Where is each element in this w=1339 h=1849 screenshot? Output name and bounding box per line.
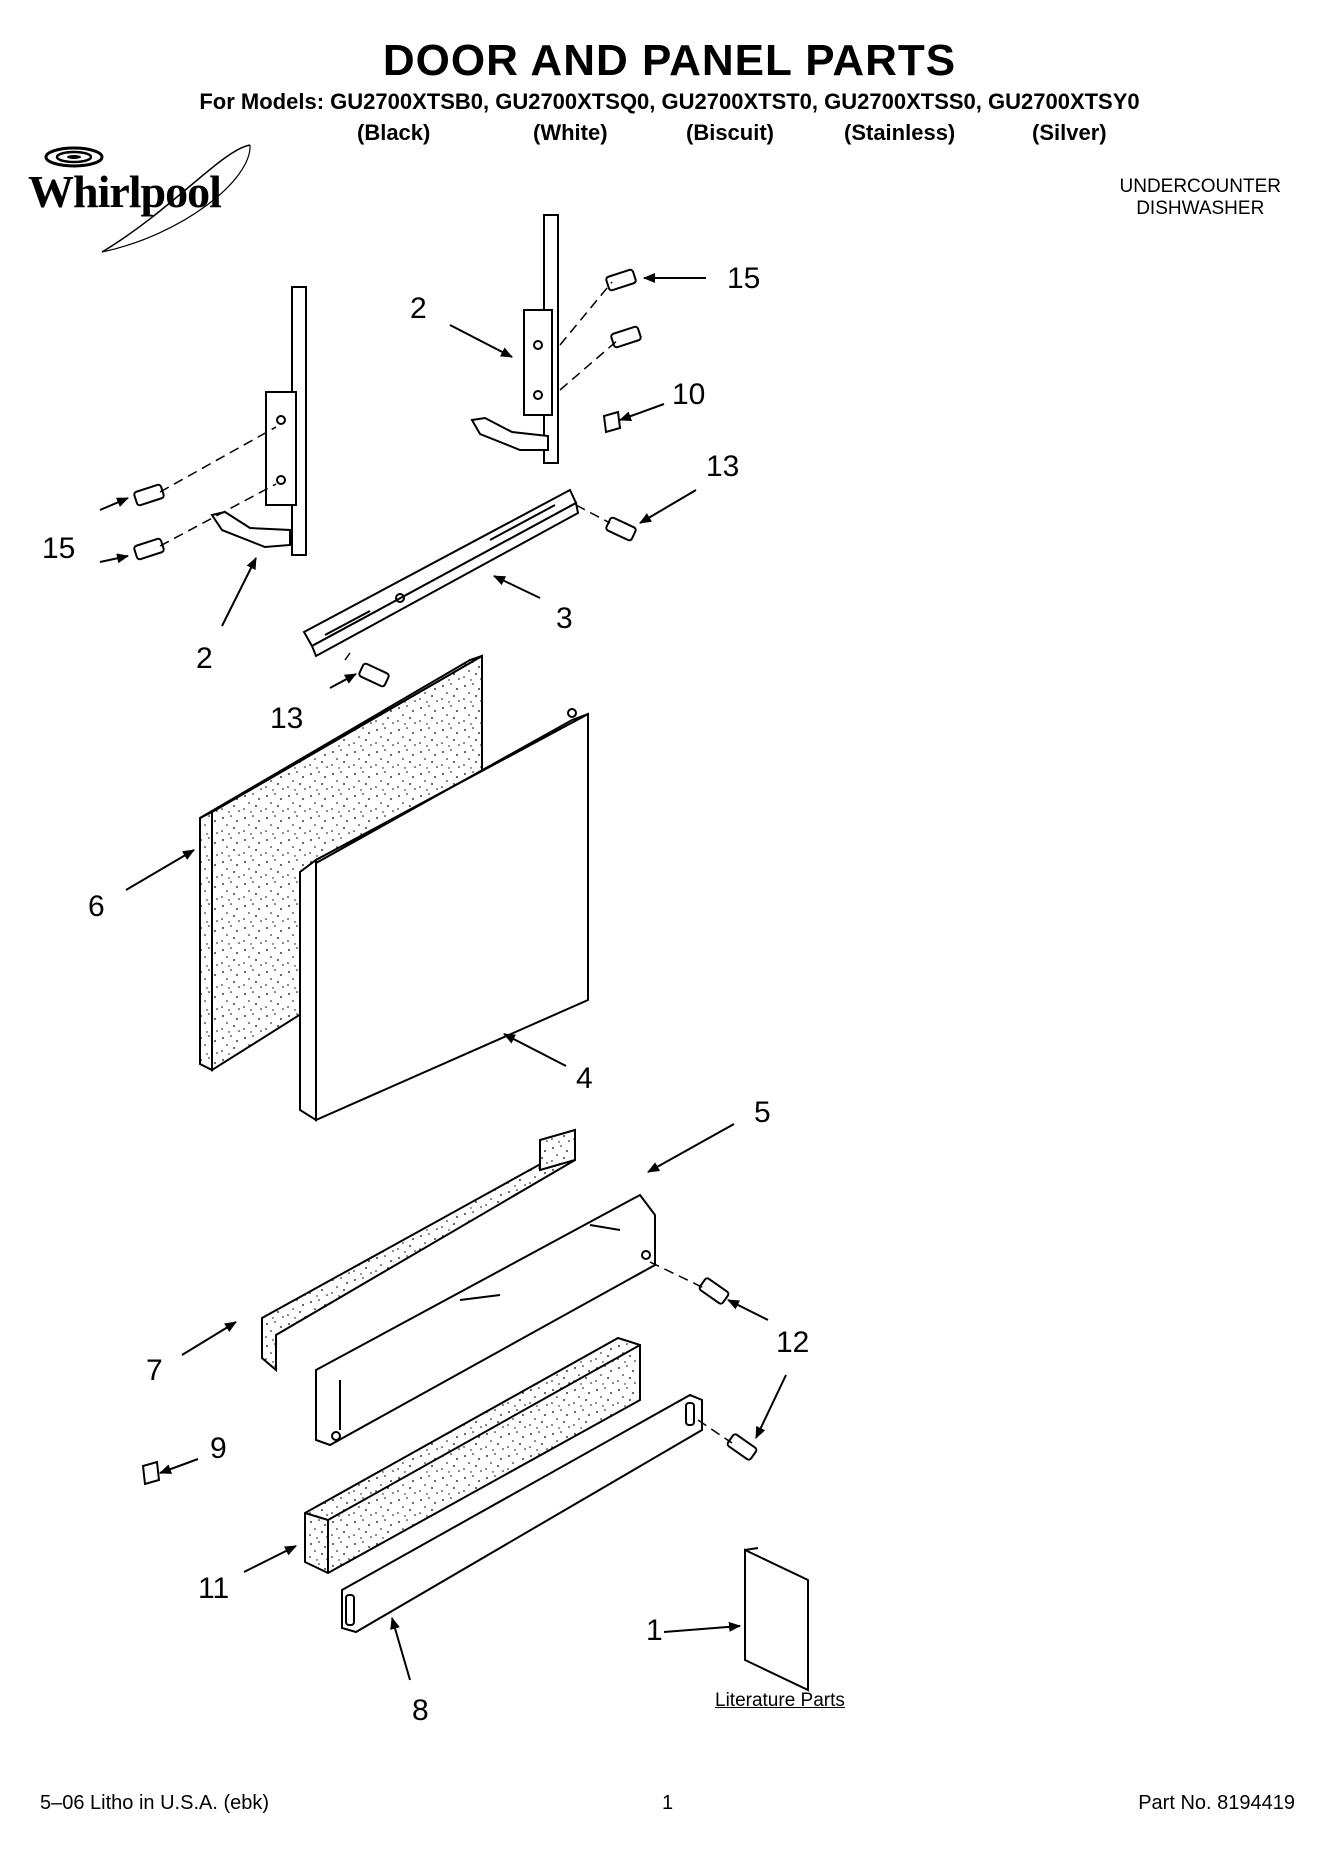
callout-12: 12 [776,1326,810,1359]
callout-15-top: 15 [727,262,761,295]
callout-4: 4 [576,1062,593,1095]
whirlpool-swirl-icon [44,144,251,253]
color-variants: (Black) (White) (Biscuit) (Stainless) (S… [0,120,1339,150]
brand-logo: Whirlpool [28,166,222,217]
callout-13-bottom: 13 [270,702,304,735]
callout-7: 7 [146,1354,163,1387]
door-panel [299,708,589,1122]
callout-5: 5 [754,1096,771,1129]
variant-biscuit: (Biscuit) [686,120,774,145]
callout-1: 1 [646,1614,663,1647]
screw-15-c [133,483,165,507]
callout-3: 3 [556,602,573,635]
screw-15-a [605,268,637,292]
footer-litho: 5–06 Litho in U.S.A. (ebk) [40,1792,270,1814]
screw-12-a [698,1277,730,1305]
screw-15-b [610,325,642,349]
clip-9 [141,1460,161,1486]
callout-10: 10 [672,378,706,411]
clip-10 [602,410,622,434]
footer-page-number: 1 [662,1792,674,1814]
literature-booklet [744,1548,809,1692]
screw-13-b [358,662,390,688]
door-cap-strip [302,488,580,658]
screw-15-d [133,537,165,561]
model-list: For Models: GU2700XTSB0, GU2700XTSQ0, GU… [199,89,1140,114]
variant-white: (White) [533,120,608,145]
right-hinge-bracket [470,214,559,464]
product-line-1: UNDERCOUNTER [1119,176,1282,197]
callout-8: 8 [412,1694,429,1727]
product-line-2: DISHWASHER [1136,198,1265,219]
callout-6: 6 [88,890,105,923]
toe-panel [341,1393,703,1634]
literature-parts-label: Literature Parts [715,1690,845,1711]
callout-2-top: 2 [410,292,427,325]
upper-toe-insulation [261,1128,576,1373]
screw-12-b [726,1433,758,1461]
callout-11: 11 [198,1572,230,1605]
lower-toe-insulation [304,1336,641,1575]
callout-15-left: 15 [42,532,76,565]
left-hinge-bracket [210,286,307,556]
callout-13-top: 13 [706,450,740,483]
callout-2-bottom: 2 [196,642,213,675]
page-title: DOOR AND PANEL PARTS [382,36,957,85]
product-type: UNDERCOUNTER DISHWASHER [1120,176,1282,220]
screw-13-a [605,516,637,542]
callout-9: 9 [210,1432,227,1465]
variant-silver: (Silver) [1032,120,1107,145]
footer-part-number: Part No. 8194419 [1138,1792,1295,1814]
variant-stainless: (Stainless) [844,120,956,145]
variant-black: (Black) [357,120,431,145]
